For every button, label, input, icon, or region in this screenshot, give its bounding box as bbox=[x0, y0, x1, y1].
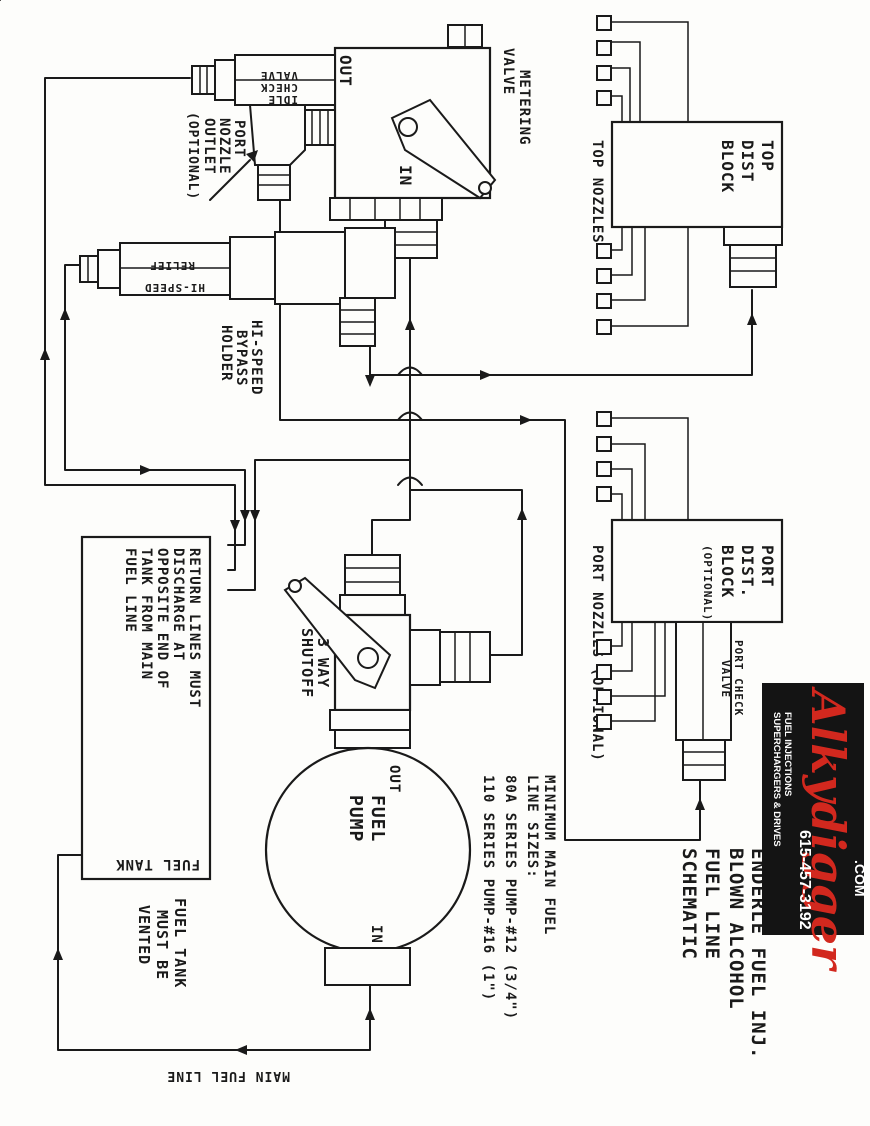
top-nozzle-8 bbox=[596, 319, 612, 335]
tank-vent-note-3: VENTED bbox=[135, 905, 153, 965]
line-sizes-note-2: LINE SIZES: bbox=[524, 775, 540, 879]
top-nozzle-5 bbox=[596, 243, 612, 259]
metering-in-label: IN bbox=[396, 165, 415, 186]
three-way-shutoff: 3 WAY SHUTOFF bbox=[283, 554, 491, 731]
fuel-pump-label-2: PUMP bbox=[345, 795, 366, 842]
port-dist-block-label-1: PORT bbox=[758, 545, 777, 588]
shutoff-side-line bbox=[409, 489, 523, 656]
idle-check-valve: IDLE CHECK VALVE bbox=[191, 54, 336, 106]
top-nozzle-6 bbox=[596, 268, 612, 284]
port-dist-block: PORT DIST. BLOCK (OPTIONAL) PORT CHECK V… bbox=[589, 411, 784, 781]
metering-out-label: OUT bbox=[336, 55, 355, 87]
port-nozzle-8 bbox=[596, 714, 612, 730]
tank-vent-note-1: FUEL TANK bbox=[171, 898, 189, 988]
port-nozzle-outlet: PORT NOZZLE OUTLET (OPTIONAL) bbox=[0, 0, 306, 201]
return-note-4: TANK FROM MAIN bbox=[138, 548, 154, 680]
top-nozzles-label: TOP NOZZLES bbox=[589, 140, 605, 244]
port-nozzle-outlet-label-3: OUTLET bbox=[201, 118, 217, 175]
port-nozzle-6 bbox=[596, 664, 612, 680]
port-nozzle-7 bbox=[596, 689, 612, 705]
port-nozzle-outlet-label-1: PORT bbox=[231, 120, 247, 158]
logo-domain: .COM bbox=[852, 860, 868, 897]
schematic-title: ENDERLE FUEL INJ. BLOWN ALCOHOL FUEL LIN… bbox=[678, 848, 769, 1059]
fuel-pump: FUEL PUMP OUT IN bbox=[264, 729, 472, 986]
return-note-1: RETURN LINES MUST bbox=[186, 548, 202, 708]
alkydigger-logo: Alkydigger .COM FUEL INJECTIONS SUPERCHA… bbox=[762, 683, 868, 973]
top-dist-block-label-2: DIST bbox=[738, 140, 757, 183]
port-nozzle-outlet-label-2: NOZZLE bbox=[216, 118, 232, 175]
fuel-pump-label-1: FUEL bbox=[367, 795, 388, 842]
top-nozzle-7 bbox=[596, 293, 612, 309]
line-to-top-dist-block bbox=[409, 289, 753, 376]
logo-tagline-1: FUEL INJECTIONS bbox=[782, 712, 793, 796]
main-fuel-line-label: MAIN FUEL LINE bbox=[166, 1068, 290, 1083]
shutoff-label-2: SHUTOFF bbox=[298, 628, 316, 698]
title-line-3: FUEL LINE bbox=[701, 848, 723, 960]
fuel-lines bbox=[44, 77, 753, 1051]
hi-speed-relief-label-2: RELIEF bbox=[149, 259, 195, 272]
logo-tagline-2: SUPERCHARGERS & DRIVES bbox=[771, 712, 782, 847]
title-line-2: BLOWN ALCOHOL bbox=[725, 848, 747, 1010]
port-dist-block-label-2: DIST. bbox=[738, 545, 757, 598]
bypass-holder-label-2: BYPASS bbox=[233, 330, 249, 387]
shutoff-to-metering-line bbox=[371, 257, 411, 556]
metering-valve-label-1: METERING bbox=[516, 70, 532, 145]
return-note-5: FUEL LINE bbox=[122, 548, 138, 633]
metering-valve-label-2: VALVE bbox=[500, 48, 516, 95]
pump-out-mark: OUT bbox=[386, 765, 402, 793]
fuel-tank-label: FUEL TANK bbox=[115, 856, 200, 872]
port-nozzle-3 bbox=[596, 461, 612, 477]
port-check-valve-label-2: VALVE bbox=[719, 660, 732, 698]
hi-speed-relief-label-1: HI-SPEED bbox=[144, 281, 205, 294]
line-sizes-note-3: 80A SERIES PUMP-#12 (3/4") bbox=[502, 775, 518, 1020]
flow-arrows bbox=[40, 308, 757, 1055]
port-dist-block-label-3: BLOCK bbox=[718, 545, 737, 598]
fuel-tank: FUEL TANK RETURN LINES MUST DISCHARGE AT… bbox=[80, 535, 212, 881]
return-line-1 bbox=[64, 264, 246, 546]
top-dist-block-label-3: BLOCK bbox=[718, 140, 737, 193]
bypass-holder-label-3: HOLDER bbox=[218, 325, 234, 382]
title-line-4: SCHEMATIC bbox=[678, 848, 700, 960]
return-note-2: DISCHARGE AT bbox=[170, 548, 186, 661]
port-dist-block-label-4: (OPTIONAL) bbox=[701, 545, 714, 621]
port-nozzle-2 bbox=[596, 436, 612, 452]
line-sizes-note-1: MINIMUM MAIN FUEL bbox=[541, 775, 557, 935]
metering-valve: OUT IN METERING VALVE bbox=[304, 24, 532, 259]
line-to-port-check-valve bbox=[279, 199, 701, 841]
main-fuel-line bbox=[57, 854, 371, 1051]
line-crossovers bbox=[397, 366, 423, 486]
top-dist-block-label-1: TOP bbox=[758, 140, 777, 172]
port-check-valve-label-1: PORT CHECK bbox=[732, 640, 745, 716]
notes: FUEL TANK MUST BE VENTED MAIN FUEL LINE … bbox=[135, 775, 557, 1083]
bypass-holder-label-1: HI-SPEED bbox=[248, 320, 264, 395]
port-nozzle-1 bbox=[596, 411, 612, 427]
tank-vent-note-2: MUST BE bbox=[153, 910, 171, 980]
port-nozzle-5 bbox=[596, 639, 612, 655]
logo-phone: 615-457-3192 bbox=[796, 830, 813, 930]
shutoff-label-1: 3 WAY bbox=[314, 638, 332, 688]
idle-check-label-1: IDLE bbox=[268, 93, 299, 106]
line-sizes-note-4: 110 SERIES PUMP-#16 (1") bbox=[480, 775, 496, 1001]
pump-in-mark: IN bbox=[368, 925, 384, 944]
top-nozzle-3 bbox=[596, 65, 612, 81]
return-note-3: OPPOSITE END OF bbox=[154, 548, 170, 689]
logo-brand: Alkydigger bbox=[801, 686, 855, 973]
port-nozzle-4 bbox=[596, 486, 612, 502]
top-nozzle-2 bbox=[596, 40, 612, 56]
return-line-3 bbox=[227, 459, 411, 591]
idle-check-label-2: CHECK bbox=[260, 81, 298, 94]
hi-speed-bypass-assembly: HI-SPEED RELIEF HI-SPEED BYPASS HOLDER bbox=[79, 227, 396, 395]
idle-check-label-3: VALVE bbox=[260, 69, 298, 82]
return-line-2 bbox=[44, 77, 236, 571]
port-nozzle-outlet-label-4: (OPTIONAL) bbox=[185, 112, 200, 200]
top-nozzle-1 bbox=[596, 15, 612, 31]
top-nozzle-4 bbox=[596, 90, 612, 106]
top-dist-block: TOP DIST BLOCK TOP NOZZLES bbox=[589, 15, 784, 335]
